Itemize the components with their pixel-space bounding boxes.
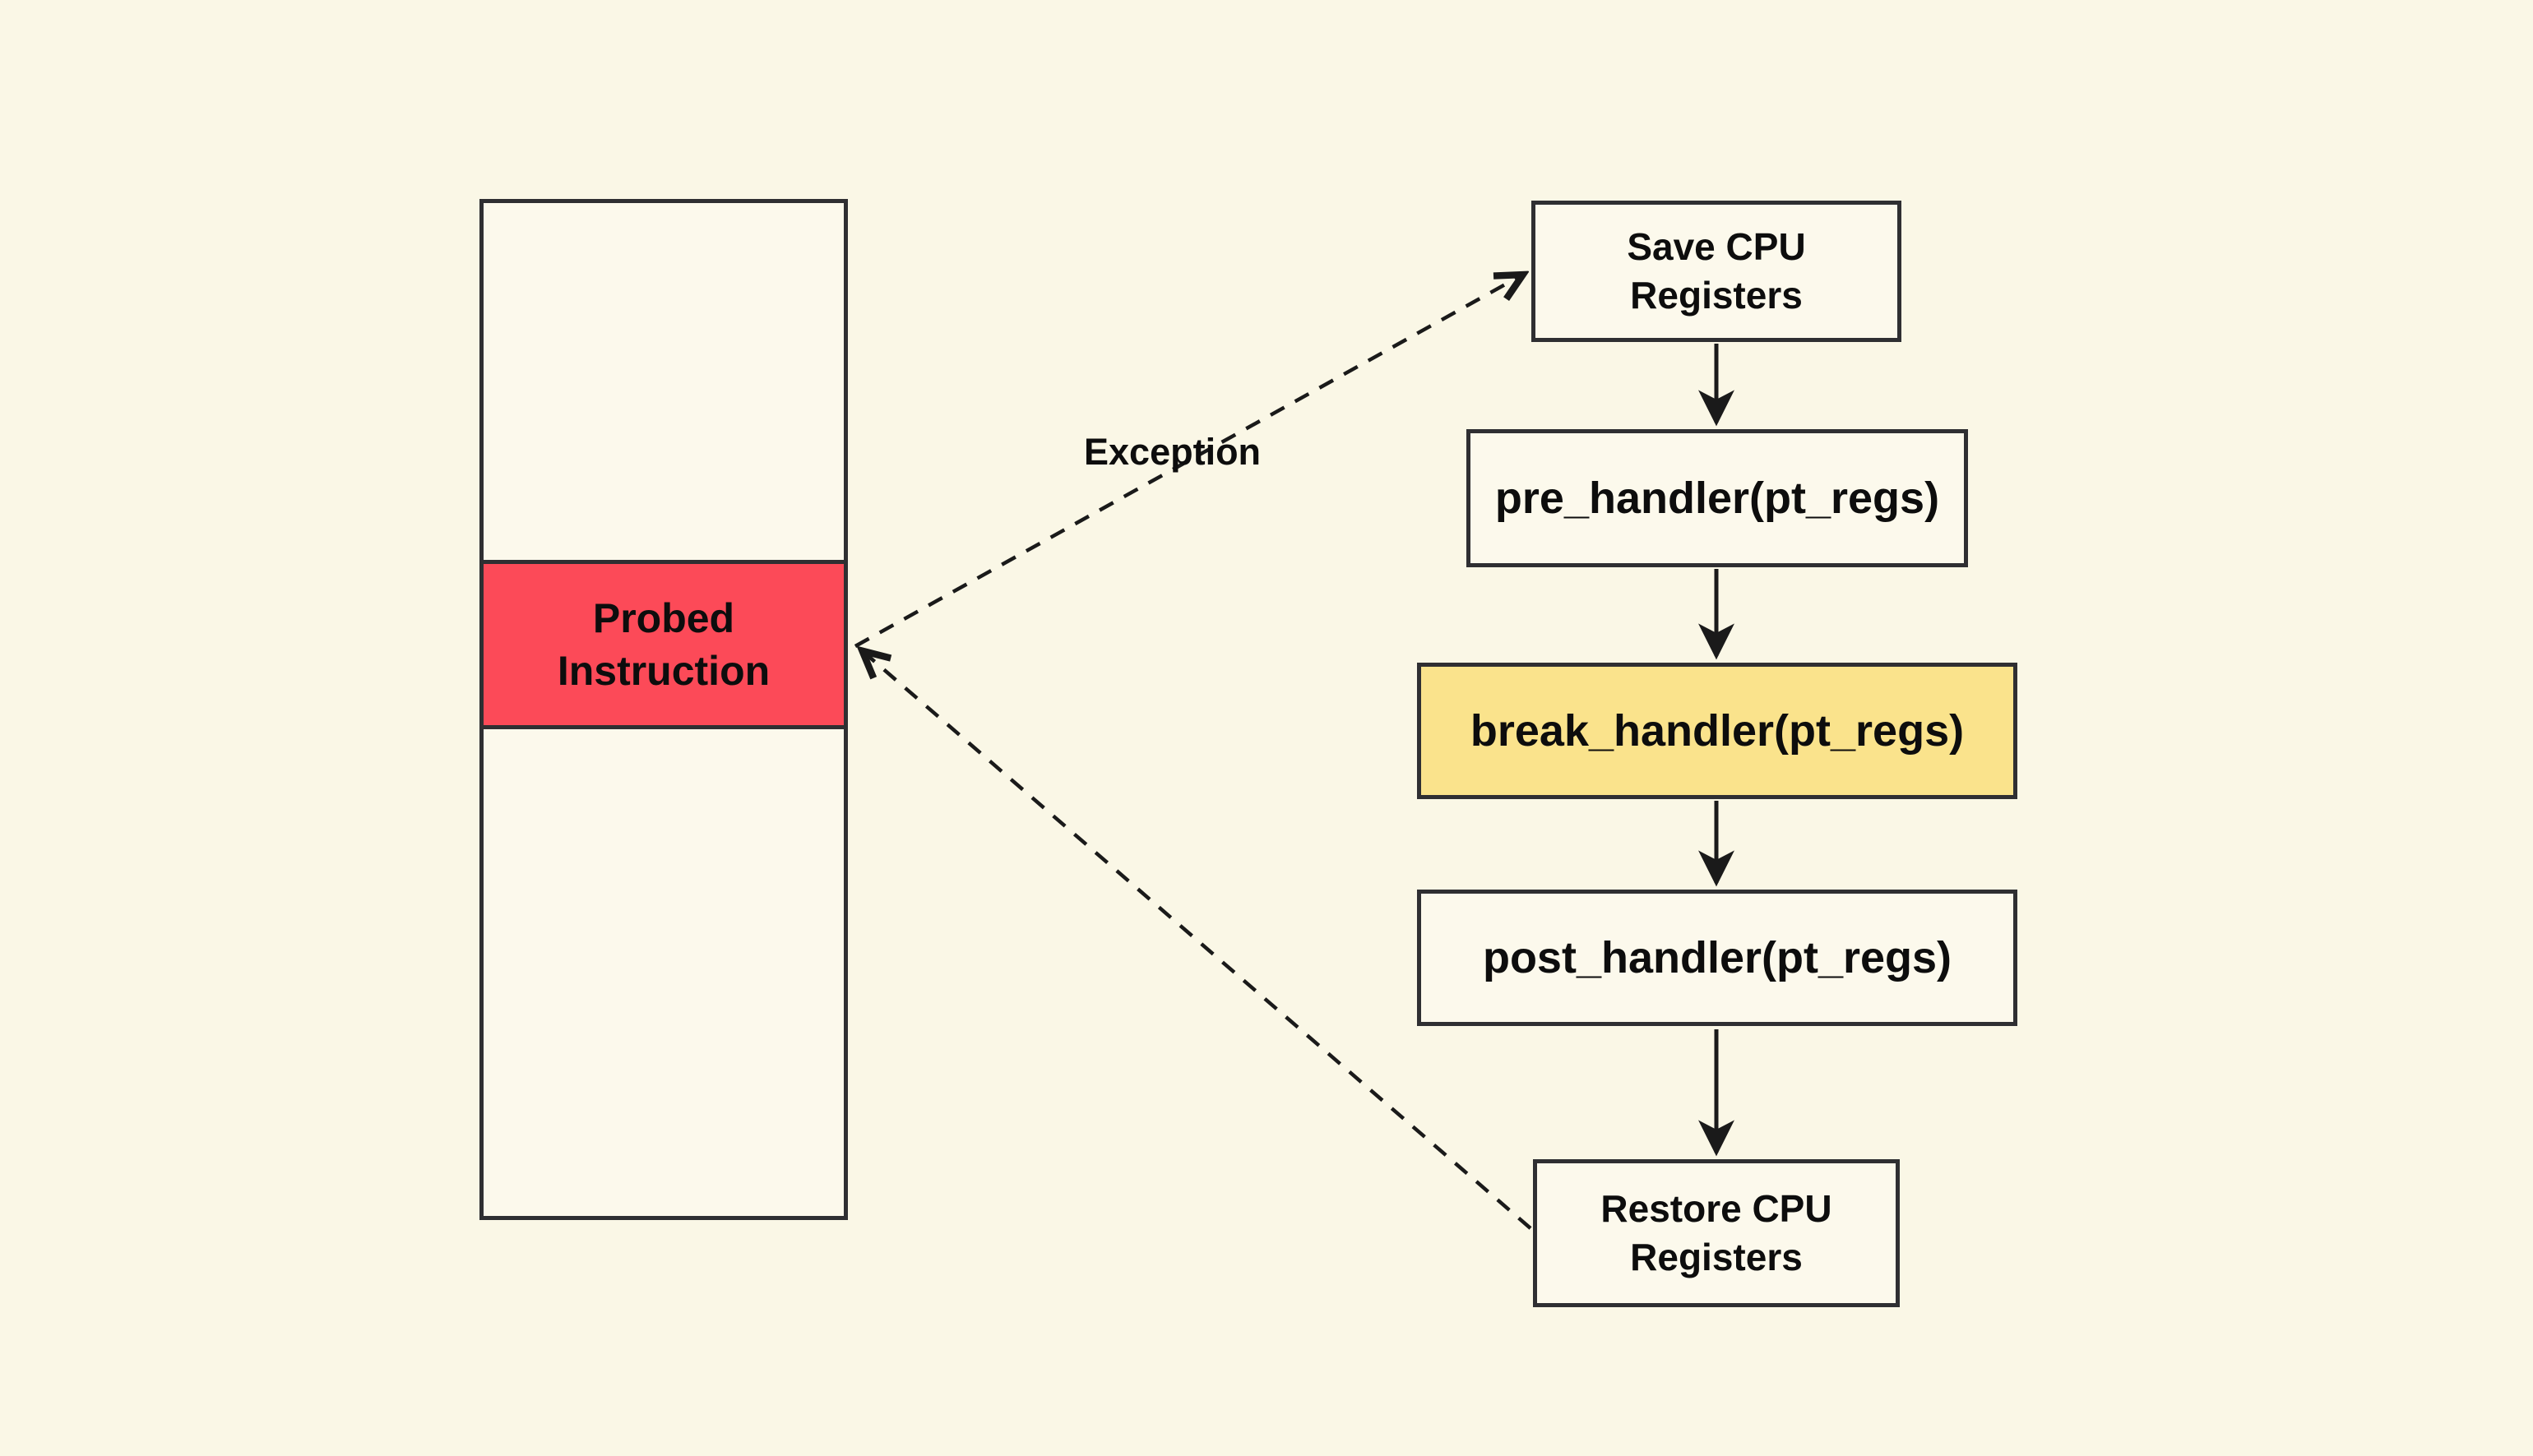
- exception-edge-label: Exception: [1084, 431, 1262, 473]
- restore-cpu-registers-box: Restore CPU Registers: [1533, 1159, 1900, 1307]
- dashed-arrow-restore-to-probed: [864, 652, 1532, 1230]
- dashed-arrow-exception-to-save: [854, 275, 1521, 648]
- probed-instruction-box: Probed Instruction: [479, 560, 848, 729]
- break-handler-label: break_handler(pt_regs): [1470, 706, 1965, 756]
- pre-handler-box: pre_handler(pt_regs): [1466, 429, 1968, 567]
- post-handler-label: post_handler(pt_regs): [1482, 933, 1952, 982]
- restore-cpu-registers-label: Restore CPU Registers: [1600, 1187, 1832, 1278]
- break-handler-box: break_handler(pt_regs): [1417, 663, 2017, 799]
- save-cpu-registers-box: Save CPU Registers: [1531, 201, 1901, 342]
- save-cpu-registers-label: Save CPU Registers: [1627, 225, 1806, 317]
- pre-handler-label: pre_handler(pt_regs): [1494, 474, 1940, 523]
- post-handler-box: post_handler(pt_regs): [1417, 890, 2017, 1026]
- probed-instruction-label: Probed Instruction: [557, 595, 771, 694]
